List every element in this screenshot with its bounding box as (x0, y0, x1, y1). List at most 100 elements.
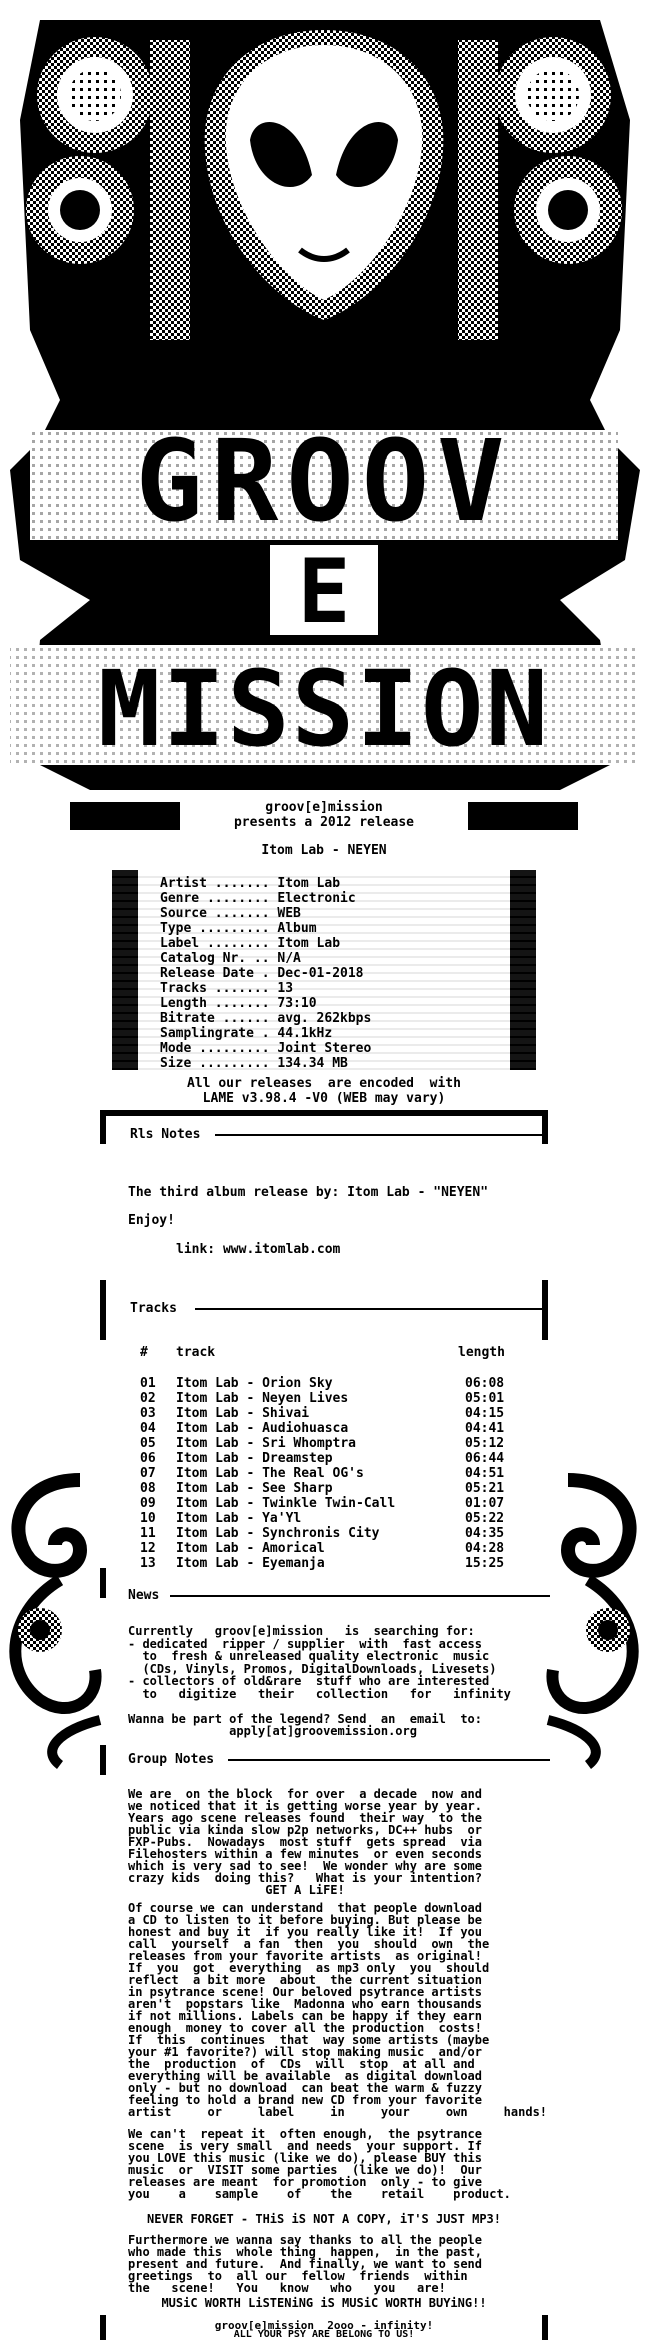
info-row: Tracks ....... 13 (160, 981, 371, 996)
text-line: We can't repeat it often enough, the psy… (128, 2127, 483, 2141)
svg-text:MISSION: MISSION (98, 648, 550, 770)
track-length: 04:35 (465, 1526, 505, 1541)
track-number: 08 (140, 1481, 156, 1496)
info-key: Samplingrate . (160, 1026, 278, 1041)
text-line: public via kinda slow p2p networks, DC++… (128, 1823, 483, 1837)
info-value: WEB (277, 906, 301, 921)
text-line: scene is very small and needs your suppo… (128, 2139, 483, 2153)
text-line: Currently groov[e]mission is searching f… (128, 1624, 475, 1638)
text-line: to fresh & unreleased quality electronic… (128, 1649, 490, 1663)
track-number: 09 (140, 1496, 156, 1511)
text-line: If you got everything as mp3 only you sh… (128, 1961, 490, 1975)
info-value: N/A (277, 951, 301, 966)
track-length: 04:15 (465, 1406, 505, 1421)
track-title: Itom Lab - Synchronis City (176, 1526, 380, 1541)
text-line: the scene! You know who you are! (128, 2281, 446, 2295)
info-key: Length ....... (160, 996, 278, 1011)
info-value: Itom Lab (277, 876, 341, 891)
text-line (128, 1700, 511, 1713)
track-length: 15:25 (465, 1556, 505, 1571)
tracks-col-track: track (176, 1345, 216, 1360)
text-line: who made this whole thing happen, in the… (128, 2245, 483, 2259)
info-row: Source ....... WEB (160, 906, 371, 921)
info-row: Artist ....... Itom Lab (160, 876, 371, 891)
info-key: Release Date . (160, 966, 278, 981)
track-number: 13 (140, 1556, 156, 1571)
text-line: releases are meant for promotion only - … (128, 2175, 483, 2189)
track-row: 09 Itom Lab - Twinkle Twin-Call 01:07 (140, 1496, 520, 1511)
info-value: 13 (277, 981, 294, 996)
text-line: call yourself a fan then you should own … (128, 1937, 490, 1951)
text-line: Of course we can understand that people … (128, 1901, 483, 1915)
section-title-tracks: Tracks (130, 1301, 177, 1316)
presents-line: presents a 2012 release (233, 815, 414, 830)
track-number: 03 (140, 1406, 156, 1421)
text-line: enough money to cover all the production… (128, 2021, 483, 2035)
text-line: If this continues that way some artists … (128, 2033, 490, 2047)
track-title: Itom Lab - See Sharp (176, 1481, 333, 1496)
section-title-rls-notes: Rls Notes (130, 1127, 201, 1142)
info-value: Album (277, 921, 317, 936)
info-row: Catalog Nr. .. N/A (160, 951, 371, 966)
track-title: Itom Lab - Amorical (176, 1541, 325, 1556)
group-notes-p3: We can't repeat it often enough, the psy… (128, 2128, 511, 2200)
tracks-col-num: # (140, 1345, 148, 1360)
text-line: GET A LiFE! (128, 1883, 345, 1897)
info-value: 44.1kHz (277, 1026, 333, 1041)
track-length: 05:12 (465, 1436, 505, 1451)
text-line: which is very sad to see! We wonder why … (128, 1859, 483, 1873)
section-title-news: News (128, 1588, 160, 1603)
track-length: 04:28 (465, 1541, 505, 1556)
text-line: honest and buy it if you really like it!… (128, 1925, 483, 1939)
text-line: present and future. And finally, we want… (128, 2257, 483, 2271)
info-value: Electronic (277, 891, 356, 906)
text-line: crazy kids doing this? What is your inte… (128, 1871, 483, 1885)
info-value: 134.34 MB (277, 1056, 348, 1071)
text-line: - dedicated ripper / supplier with fast … (128, 1636, 483, 1651)
text-line: to digitize their collection for infinit… (128, 1686, 511, 1701)
track-title: Itom Lab - Twinkle Twin-Call (176, 1496, 396, 1511)
text-line: artist or label in your own hands! (128, 2105, 548, 2119)
track-length: 06:44 (465, 1451, 505, 1466)
rls-notes-text: The third album release by: Itom Lab - "… (128, 1185, 489, 1200)
text-line: greetings to all our fellow friends with… (128, 2269, 468, 2283)
never-forget-line: NEVER FORGET - THiS iS NOT A COPY, iT'S … (146, 2212, 501, 2226)
text-line: your #1 favorite?) will stop making musi… (128, 2045, 483, 2059)
release-title: Itom Lab - NEYEN (261, 843, 387, 858)
info-value: Dec-01-2018 (277, 966, 364, 981)
track-number: 06 (140, 1451, 156, 1466)
track-length: 05:22 (465, 1511, 505, 1526)
psy-line: ALL YOUR PSY ARE BELONG TO US! (233, 2329, 415, 2340)
track-length: 04:51 (465, 1466, 505, 1481)
text-line: reflect a bit more about the current sit… (128, 1973, 483, 1987)
track-title: Itom Lab - The Real OG's (176, 1466, 364, 1481)
track-length: 01:07 (465, 1496, 505, 1511)
text-line: you LOVE this music (like we do), please… (128, 2151, 483, 2165)
text-line: music or VISIT some parties (like we do)… (128, 2163, 483, 2177)
info-row: Size ......... 134.34 MB (160, 1056, 371, 1071)
text-line: a CD to listen to it before buying. But … (128, 1913, 483, 1927)
info-row: Label ........ Itom Lab (160, 936, 371, 951)
track-title: Itom Lab - Audiohuasca (176, 1421, 349, 1436)
text-line: the production of CDs will stop at all a… (128, 2057, 475, 2071)
text-line: feeling to hold a brand new CD from your… (128, 2093, 483, 2107)
track-number: 04 (140, 1421, 156, 1436)
info-row: Release Date . Dec-01-2018 (160, 966, 371, 981)
track-title: Itom Lab - Shivai (176, 1406, 310, 1421)
track-row: 03 Itom Lab - Shivai 04:15 (140, 1406, 520, 1421)
frame-block (468, 802, 578, 830)
group-notes-p1: We are on the block for over a decade no… (128, 1788, 482, 1896)
rls-notes-link[interactable]: link: www.itomlab.com (176, 1242, 341, 1257)
track-number: 02 (140, 1391, 156, 1406)
track-title: Itom Lab - Neyen Lives (176, 1391, 349, 1406)
track-number: 12 (140, 1541, 156, 1556)
